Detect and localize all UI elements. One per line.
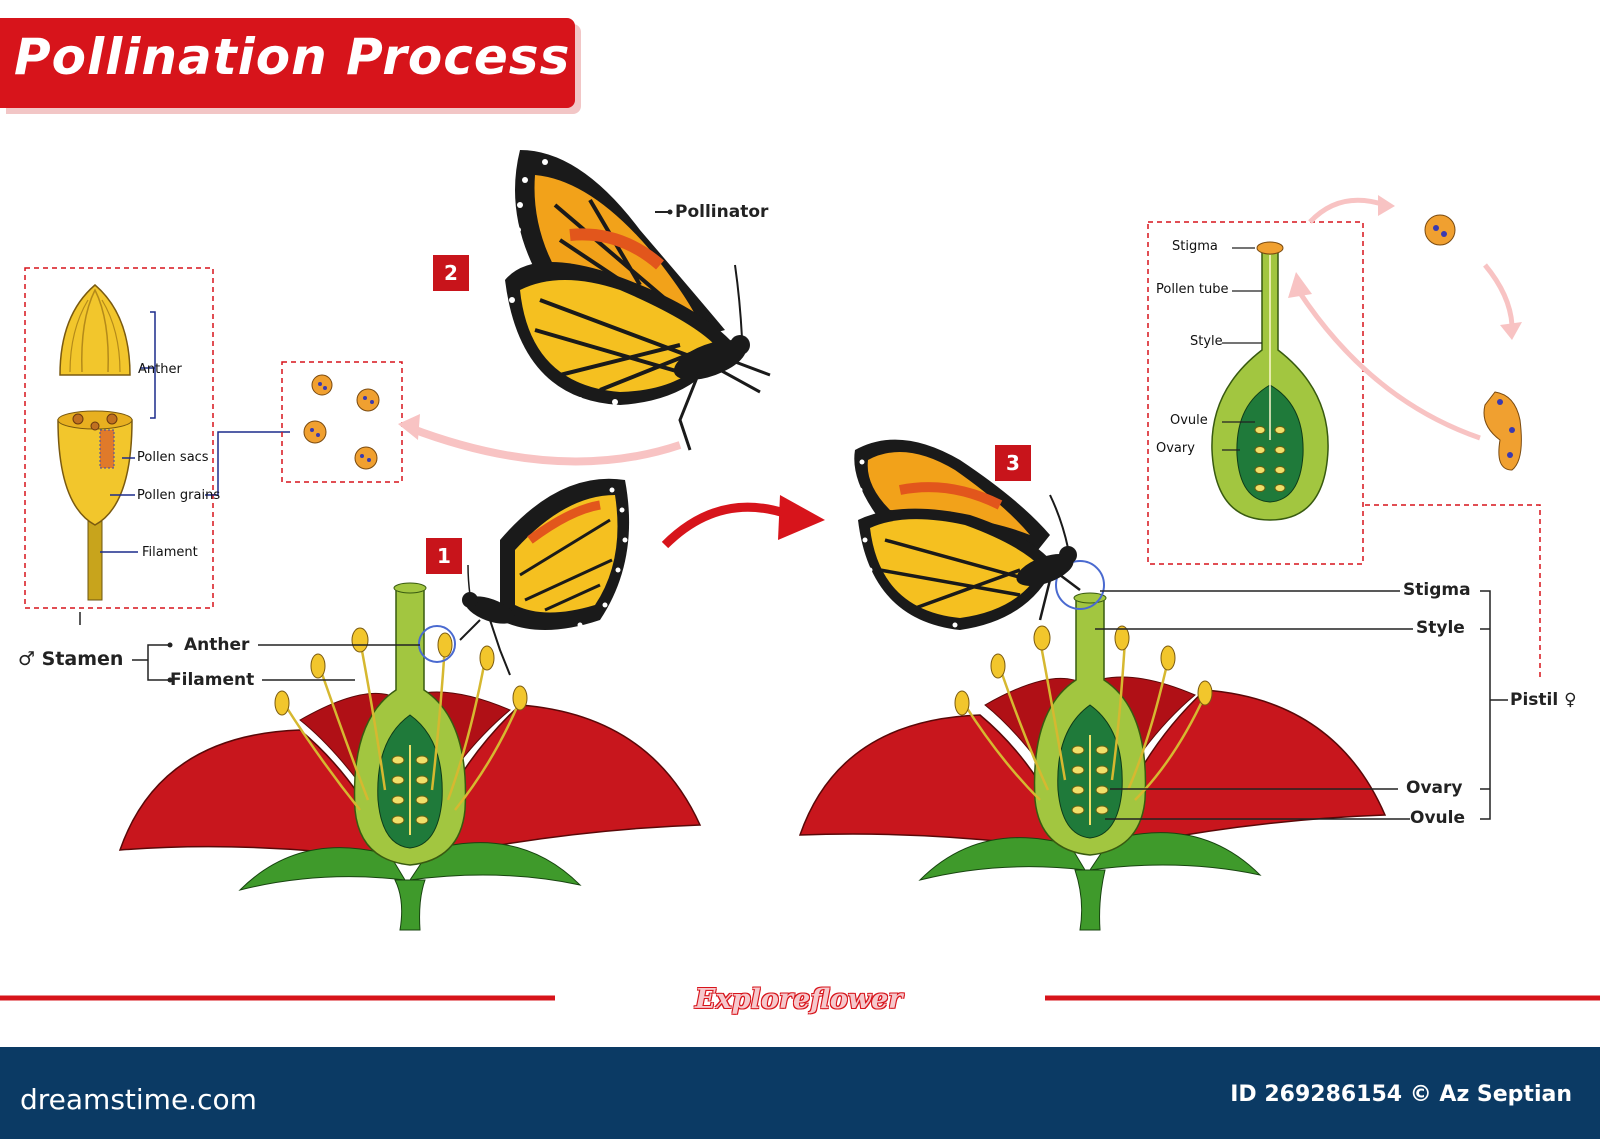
footer-id-credit: ID 269286154 © Az Septian <box>1230 1082 1572 1107</box>
pollen-grains-box <box>281 361 403 483</box>
label-box-anther: Anther <box>138 362 182 377</box>
pollen-grain-icons <box>303 374 380 470</box>
label-stigma: Stigma <box>1403 580 1471 600</box>
label-box-ovary: Ovary <box>1156 441 1195 456</box>
label-box-filament: Filament <box>142 545 198 560</box>
footer-bar <box>0 1047 1600 1139</box>
label-box-stigma: Stigma <box>1172 239 1218 254</box>
flower-right-icon <box>798 560 1387 931</box>
butterfly-small-icon <box>459 478 630 676</box>
flower-left-icon <box>118 582 702 931</box>
label-box-pollen-grains: Pollen grains <box>137 488 221 503</box>
step-badge-1: 1 <box>426 538 462 574</box>
pollination-illustration <box>0 150 1600 1001</box>
brand-text: Exploreflower <box>695 984 903 1015</box>
label-filament: Filament <box>170 670 255 690</box>
label-pollinator: Pollinator <box>675 202 769 222</box>
pistil-section-icon <box>1211 241 1329 521</box>
label-box-pollen-tube: Pollen tube <box>1156 282 1229 297</box>
page-title: Pollination Process <box>14 28 571 86</box>
anther-whole-icon <box>59 284 131 376</box>
butterfly-large-icon <box>505 150 771 451</box>
label-box-ovule: Ovule <box>1170 413 1208 428</box>
germinating-pollen-icon <box>1483 391 1522 471</box>
label-pistil: Pistil ♀ <box>1510 690 1577 710</box>
step-badge-2: 2 <box>433 255 469 291</box>
label-ovule: Ovule <box>1410 808 1465 828</box>
pollen-transfer-arrow <box>408 424 682 466</box>
title-banner <box>0 18 575 108</box>
pollen-grain-cycle-icon <box>1424 214 1456 246</box>
label-stamen: ♂ Stamen <box>18 648 124 670</box>
label-box-style: Style <box>1190 334 1223 349</box>
anther-section-icon <box>57 410 133 601</box>
butterfly-medium-icon <box>854 439 1081 630</box>
stamen-detail-box <box>24 267 214 609</box>
arrow-to-step3-icon <box>778 495 825 540</box>
step-badge-3: 3 <box>995 445 1031 481</box>
label-anther: Anther <box>184 635 250 655</box>
label-box-pollen-sacs: Pollen sacs <box>137 450 209 465</box>
label-ovary: Ovary <box>1406 778 1463 798</box>
label-style: Style <box>1416 618 1465 638</box>
footer-logo[interactable]: dreamstime.com <box>20 1083 257 1116</box>
